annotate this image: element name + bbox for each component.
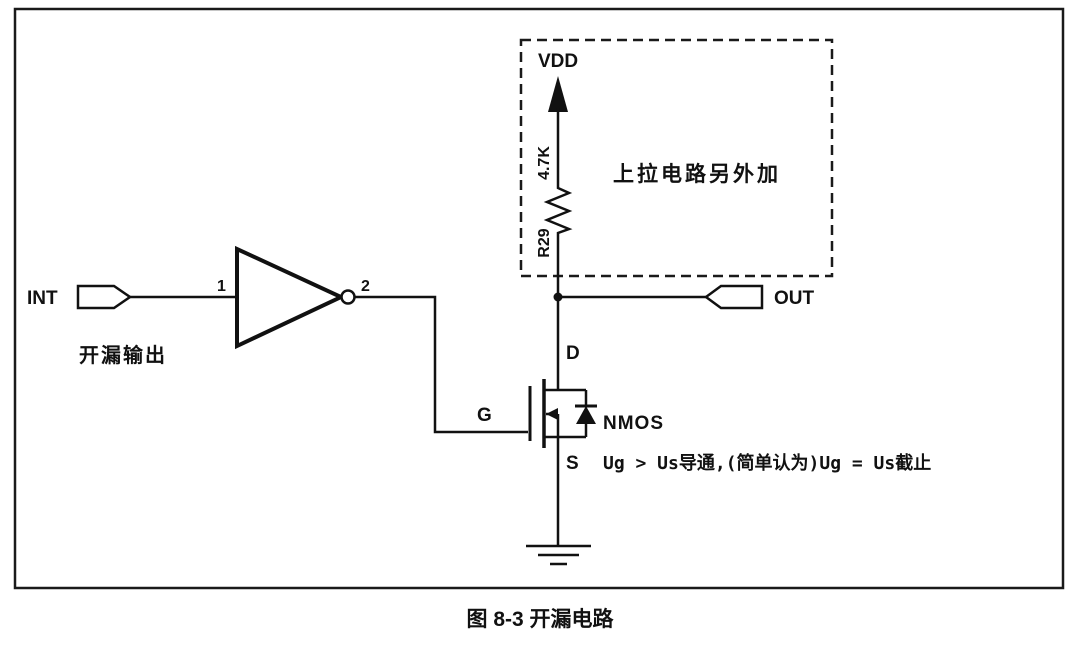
ground-symbol xyxy=(526,544,591,566)
nmos-label: NMOS xyxy=(603,413,664,434)
mosfet-condition-note: Ug > Us导通,(简单认为)Ug = Us截止 xyxy=(603,452,931,474)
pullup-dashed-box xyxy=(519,38,834,278)
out-label: OUT xyxy=(774,288,815,309)
int-label: INT xyxy=(27,288,58,309)
inverter-symbol xyxy=(235,245,356,350)
out-connector xyxy=(703,284,764,310)
resistor-symbol xyxy=(543,184,573,236)
wire-inverter-to-gate xyxy=(355,295,528,434)
nmos-arrow-icon xyxy=(546,408,558,420)
int-connector xyxy=(76,284,133,310)
pin-2-label: 2 xyxy=(361,278,370,295)
gate-label: G xyxy=(477,405,492,426)
diode-triangle xyxy=(576,406,596,424)
resistor-ref-label: R29 xyxy=(536,228,553,257)
pin-1-label: 1 xyxy=(217,278,226,295)
inverter-triangle xyxy=(235,245,346,350)
pullup-note: 上拉电路另外加 xyxy=(613,162,781,186)
vdd-label: VDD xyxy=(538,51,578,72)
drain-label: D xyxy=(566,343,580,364)
vdd-arrow-icon xyxy=(548,76,568,112)
body-diode-symbol xyxy=(575,390,597,437)
nmos-symbol xyxy=(528,379,597,448)
open-drain-label: 开漏输出 xyxy=(79,343,167,367)
inverter-bubble xyxy=(340,289,356,305)
source-label: S xyxy=(566,453,579,474)
resistor-value-label: 4.7K xyxy=(536,146,553,180)
figure-caption: 图 8-3 开漏电路 xyxy=(466,607,614,631)
diagram-border xyxy=(13,7,1065,590)
